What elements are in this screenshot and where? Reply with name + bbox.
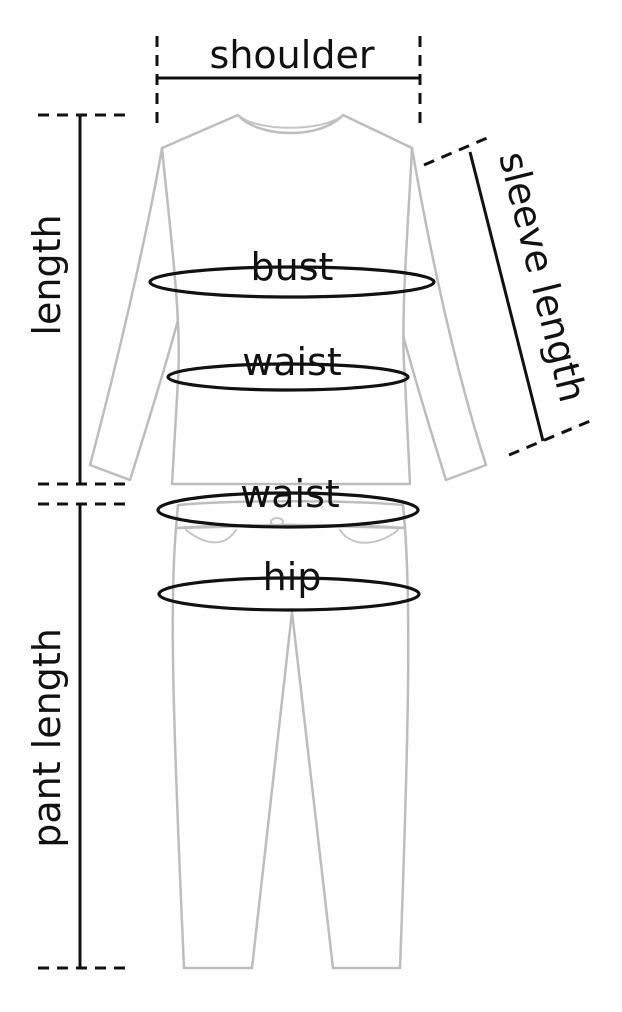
- pant-waist-ring: [156, 491, 420, 529]
- length-measure: [38, 113, 128, 486]
- shoulder-measure: [155, 36, 422, 128]
- bust-label: bust: [251, 245, 334, 289]
- pant-length-label: pant length: [25, 628, 69, 848]
- sleeve-length-measure: [423, 136, 591, 457]
- pants-outline: [171, 500, 410, 970]
- top-waist-ring: [166, 362, 410, 392]
- shoulder-label: shoulder: [210, 33, 375, 77]
- hip-label: hip: [263, 555, 322, 599]
- pant-length-measure: [38, 502, 128, 970]
- left-sleeve: [88, 146, 185, 482]
- sleeve-length-label: sleeve length: [490, 147, 595, 406]
- pant-waist-label: waist: [240, 472, 340, 516]
- right-pocket: [339, 529, 399, 544]
- hip-ring: [157, 576, 421, 612]
- bust-ring: [148, 265, 436, 299]
- right-sleeve: [392, 146, 488, 482]
- pants-legs: [171, 523, 410, 970]
- length-label: length: [25, 214, 69, 335]
- left-pocket: [185, 529, 237, 544]
- sweater-body: [160, 113, 414, 486]
- top-waist-label: waist: [242, 340, 342, 384]
- collar: [237, 114, 344, 129]
- sweater-outline: [88, 113, 488, 486]
